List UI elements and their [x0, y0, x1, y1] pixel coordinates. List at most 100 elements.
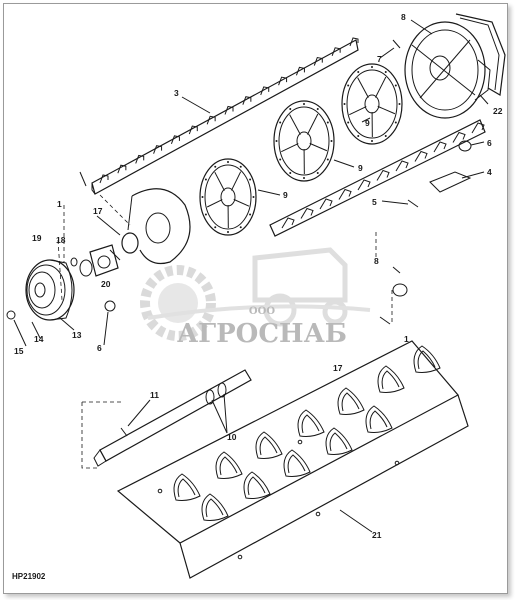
plate-slot-inner [247, 476, 266, 496]
callout-20: 20 [101, 279, 111, 289]
rail-tooth [99, 174, 109, 184]
callout-22: 22 [493, 106, 503, 116]
plate-slot [325, 427, 353, 455]
plate-slot [377, 365, 405, 393]
plate-slot-inner [287, 454, 306, 474]
callout-17-top: 17 [93, 206, 103, 216]
callout-1-left: 1 [57, 199, 62, 209]
blade-tooth [281, 217, 295, 229]
callout-17-mid: 17 [333, 363, 343, 373]
callout-3: 3 [174, 88, 179, 98]
plate-hole [297, 439, 303, 445]
callout-6-left: 6 [97, 343, 102, 353]
plate-slot [201, 493, 229, 521]
plate-slot-inner [381, 370, 400, 390]
blade-tooth [376, 169, 390, 181]
plate-hole [315, 511, 321, 517]
end-cover [455, 13, 506, 96]
watermark-logo [140, 247, 371, 341]
callout-8-mid: 8 [374, 256, 379, 266]
plate-slot-inner [417, 350, 436, 370]
plate-slot [255, 431, 283, 459]
callout-labels: 3 8 7 22 6 4 9 9 9 5 1 17 19 18 20 8 1 1… [14, 12, 503, 540]
rail-tooth [242, 96, 252, 105]
rail-tooth [260, 86, 270, 96]
lower-blade [269, 119, 486, 237]
watermark-company: АГРОСНАБ [177, 319, 347, 349]
callout-19: 19 [32, 233, 42, 243]
spoked-wheels [199, 63, 403, 236]
callout-21: 21 [372, 530, 382, 540]
spoked-wheel [199, 158, 257, 236]
callout-9-right: 9 [365, 118, 370, 128]
rail-tooth [278, 76, 288, 86]
plate-slot [283, 449, 311, 477]
plate-slot [215, 451, 243, 479]
callout-1-right: 1 [404, 334, 409, 344]
plate-slot-inner [341, 392, 360, 412]
serrated-rail [91, 37, 359, 195]
callout-18: 18 [56, 235, 66, 245]
leader-lines [13, 19, 489, 533]
bearing-assembly [70, 232, 139, 277]
callout-14: 14 [34, 334, 44, 344]
callout-13: 13 [72, 330, 82, 340]
callout-10: 10 [227, 432, 237, 442]
plate-hole [237, 554, 243, 560]
plate-slot [173, 473, 201, 501]
rail-tooth [349, 37, 359, 47]
blade-tooth [433, 141, 447, 153]
plate-hole [157, 488, 163, 494]
rail-tooth [313, 56, 323, 66]
callout-7: 7 [377, 54, 382, 64]
blade-tooth [300, 207, 314, 219]
rail-tooth [188, 125, 198, 135]
pulley [25, 259, 75, 321]
plate-slot-inner [205, 498, 224, 518]
plate-slot-inner [369, 410, 388, 430]
blade-tooth [319, 198, 333, 210]
plate-slot-inner [301, 414, 320, 434]
rail-tooth [170, 135, 180, 145]
rail-tooth [117, 164, 127, 174]
plate-slot-inner [259, 436, 278, 456]
bottom-plate [116, 340, 469, 579]
blade-tooth [357, 179, 371, 191]
plate-slot [337, 387, 365, 415]
assembly-lines [57, 194, 393, 469]
callout-15: 15 [14, 346, 24, 356]
small-parts [6, 39, 472, 325]
callout-9-mid: 9 [358, 163, 363, 173]
blade-tooth [452, 131, 466, 143]
blade-tooth [395, 160, 409, 172]
blade-tooth [338, 188, 352, 200]
rail-tooth [206, 115, 216, 125]
shaft [93, 369, 252, 467]
rail-tooth [295, 66, 305, 76]
blade-tooth [471, 122, 485, 134]
rail-tooth [224, 105, 234, 115]
rail-tooth [331, 47, 341, 56]
plate-slot-inner [177, 478, 196, 498]
figure-code: HP21902 [12, 572, 46, 581]
spoked-wheel [273, 100, 335, 182]
spoked-wheel [341, 63, 403, 145]
rail-tooth [135, 154, 145, 164]
callout-4: 4 [487, 167, 492, 177]
end-housing [404, 21, 491, 119]
rail-tooth [153, 145, 163, 154]
callout-6-top: 6 [487, 138, 492, 148]
back-plate [127, 188, 191, 265]
callout-11: 11 [150, 390, 159, 400]
plate-slot [243, 471, 271, 499]
plate-slot [365, 405, 393, 433]
plate-slot [297, 409, 325, 437]
plate-slot [413, 345, 441, 373]
plate-hole [394, 460, 400, 466]
blade-tooth [414, 150, 428, 162]
watermark-ooo: ООО [249, 306, 275, 317]
callout-8: 8 [401, 12, 406, 22]
plate-slot-inner [219, 456, 238, 476]
callout-9-left: 9 [283, 190, 288, 200]
